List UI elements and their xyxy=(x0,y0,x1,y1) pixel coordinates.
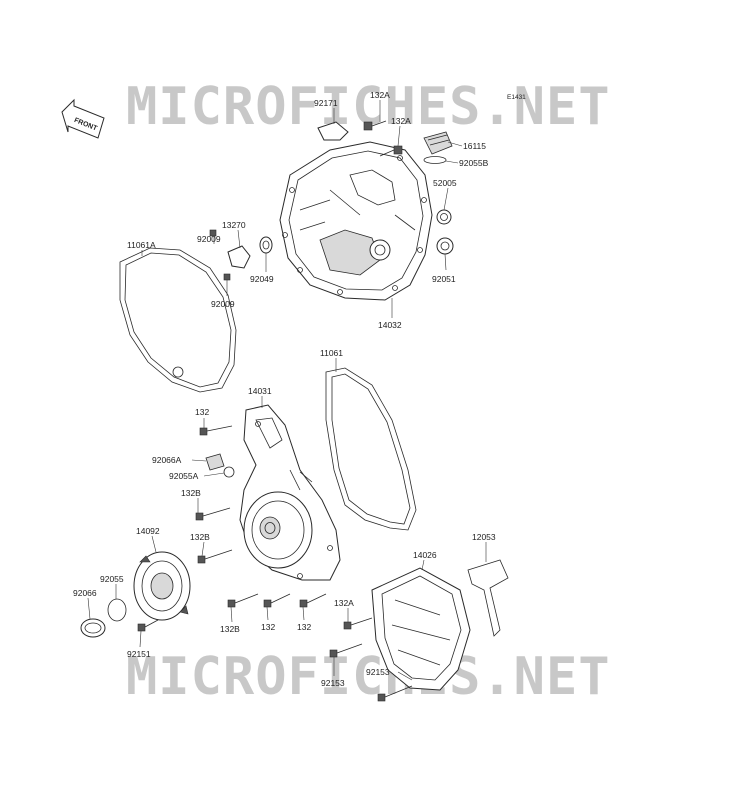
label-92055A: 92055A xyxy=(169,471,199,481)
gasket-11061-inner xyxy=(331,373,411,525)
label-92049: 92049 xyxy=(250,274,274,284)
label-14031: 14031 xyxy=(248,386,272,396)
label-11061A: 11061A xyxy=(127,240,156,250)
label-132B-2: 132B xyxy=(190,532,210,542)
label-132A-3: 132A xyxy=(334,598,354,608)
gasket-11061A-inner xyxy=(124,252,232,388)
screw-92009-1 xyxy=(209,229,217,237)
bolt-132-upper xyxy=(199,425,233,436)
label-132B-1: 132B xyxy=(181,488,201,498)
bolt-132B-2 xyxy=(197,549,233,564)
oil-filler-cap-16115 xyxy=(423,131,453,155)
label-132A-1: 132A xyxy=(370,90,390,100)
label-132-3: 132 xyxy=(297,622,311,632)
label-92055: 92055 xyxy=(100,574,124,584)
generator-cover-14031 xyxy=(239,404,341,581)
label-92153-1: 92153 xyxy=(366,667,390,677)
label-132A-2: 132A xyxy=(391,116,411,126)
label-92009-1: 92009 xyxy=(197,234,221,244)
label-12053: 12053 xyxy=(472,532,496,542)
oil-seal-92051 xyxy=(436,237,454,255)
label-132B-3: 132B xyxy=(220,624,240,634)
label-92051: 92051 xyxy=(432,274,456,284)
gasket-11061A-hole xyxy=(172,366,184,378)
o-ring-92055B xyxy=(423,156,447,164)
label-14092: 14092 xyxy=(136,526,160,536)
gasket-11061 xyxy=(325,367,417,531)
bolt-132B-3 xyxy=(227,593,259,608)
sprocket-cover-14026 xyxy=(371,567,471,691)
label-92009-2: 92009 xyxy=(211,299,235,309)
o-ring-92055 xyxy=(107,598,127,622)
front-arrow-icon: FRONT xyxy=(61,98,105,139)
label-14026: 14026 xyxy=(413,550,437,560)
bushing-52005 xyxy=(436,209,452,225)
bolt-92153-1 xyxy=(329,643,363,658)
outer-cover-14092 xyxy=(133,551,191,621)
bracket-12053 xyxy=(467,559,509,637)
plate-13270 xyxy=(227,245,251,269)
gasket-11061A xyxy=(119,247,237,393)
label-92066A: 92066A xyxy=(152,455,182,465)
part-labels: 92171 132A 132A 16115 92055B 52005 13270… xyxy=(73,90,496,688)
bolt-132-lower-1 xyxy=(263,593,291,608)
label-92055B: 92055B xyxy=(459,158,489,168)
screw-92009-2 xyxy=(223,273,231,281)
bolt-132B-1 xyxy=(195,507,231,521)
label-132-1: 132 xyxy=(195,407,209,417)
clutch-cover-14032 xyxy=(279,141,433,301)
clip-92171 xyxy=(317,121,349,141)
bolt-92153-2 xyxy=(377,685,413,702)
label-11061: 11061 xyxy=(320,348,343,358)
diagram-code: E1431 xyxy=(507,94,526,101)
bolt-132A-lower xyxy=(343,617,373,630)
leader-lines xyxy=(87,100,487,681)
label-92151: 92151 xyxy=(127,649,151,659)
oil-seal-92049 xyxy=(259,236,273,254)
label-92066: 92066 xyxy=(73,588,97,598)
watermark-bottom: MICROFICHES.NET xyxy=(126,647,611,707)
label-16115: 16115 xyxy=(463,141,486,151)
label-14032: 14032 xyxy=(378,320,402,330)
cap-92066 xyxy=(80,618,106,638)
bolt-92151 xyxy=(137,619,159,632)
label-92153-2: 92153 xyxy=(321,678,345,688)
label-132-2: 132 xyxy=(261,622,275,632)
o-ring-92055A xyxy=(223,466,235,478)
bolt-132-lower-2 xyxy=(299,593,327,608)
label-92171: 92171 xyxy=(314,98,338,108)
label-13270: 13270 xyxy=(222,220,246,230)
bolt-132A-upper-1 xyxy=(363,120,387,131)
plug-92066A xyxy=(205,453,225,471)
label-52005: 52005 xyxy=(433,178,457,188)
